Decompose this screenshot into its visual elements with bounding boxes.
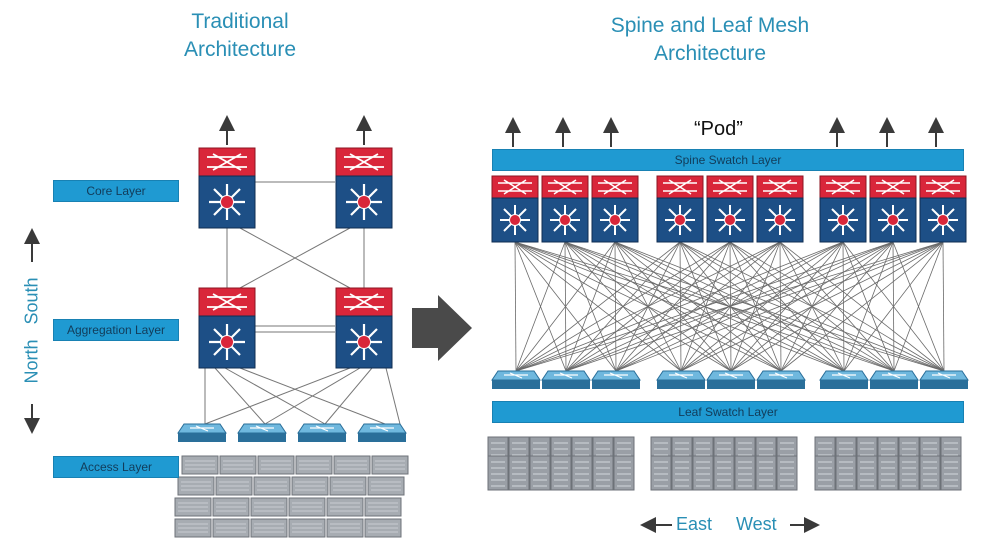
leaf-layer-label: Leaf Swatch Layer	[678, 405, 778, 419]
aggregation-layer-label: Aggregation Layer	[66, 323, 166, 337]
access-switch	[297, 423, 347, 443]
spine-leaf-mesh	[514, 241, 945, 372]
spine-layer-label: Spine Swatch Layer	[674, 153, 782, 167]
server-pods	[487, 436, 962, 491]
aggregation-router-2	[334, 286, 394, 370]
spine-routers	[491, 175, 967, 243]
left-title-line2: Architecture	[183, 38, 297, 61]
access-layer-label: Access Layer	[79, 460, 153, 474]
aggregation-layer-bar: Aggregation Layer	[53, 319, 179, 341]
access-switch	[357, 423, 407, 443]
east-label: East	[676, 514, 713, 534]
west-label: West	[736, 514, 777, 534]
right-title-line1: Spine and Leaf Mesh	[610, 14, 810, 37]
core-agg-links	[226, 181, 365, 333]
core-router-1	[197, 146, 257, 230]
left-title-line1: Traditional	[191, 10, 289, 33]
core-layer-label: Core Layer	[86, 184, 146, 198]
transition-arrow	[412, 295, 472, 361]
access-switch	[177, 423, 227, 443]
north-south-label: North South	[21, 277, 42, 384]
left-title: Traditional Architecture	[155, 8, 325, 64]
access-server-farm	[174, 455, 409, 538]
agg-access-links	[204, 367, 401, 425]
core-layer-bar: Core Layer	[53, 180, 179, 202]
right-title-line2: Architecture	[653, 42, 767, 65]
aggregation-router-1	[197, 286, 257, 370]
access-switch	[237, 423, 287, 443]
leaf-layer-bar: Leaf Swatch Layer	[492, 401, 964, 423]
core-router-2	[334, 146, 394, 230]
spine-uplink-arrows	[505, 117, 944, 147]
pod-label: “Pod”	[694, 118, 743, 140]
right-title: Spine and Leaf Mesh Architecture	[585, 12, 835, 68]
access-layer-bar: Access Layer	[53, 456, 179, 478]
spine-layer-bar: Spine Swatch Layer	[492, 149, 964, 171]
leaf-switches	[491, 370, 969, 390]
